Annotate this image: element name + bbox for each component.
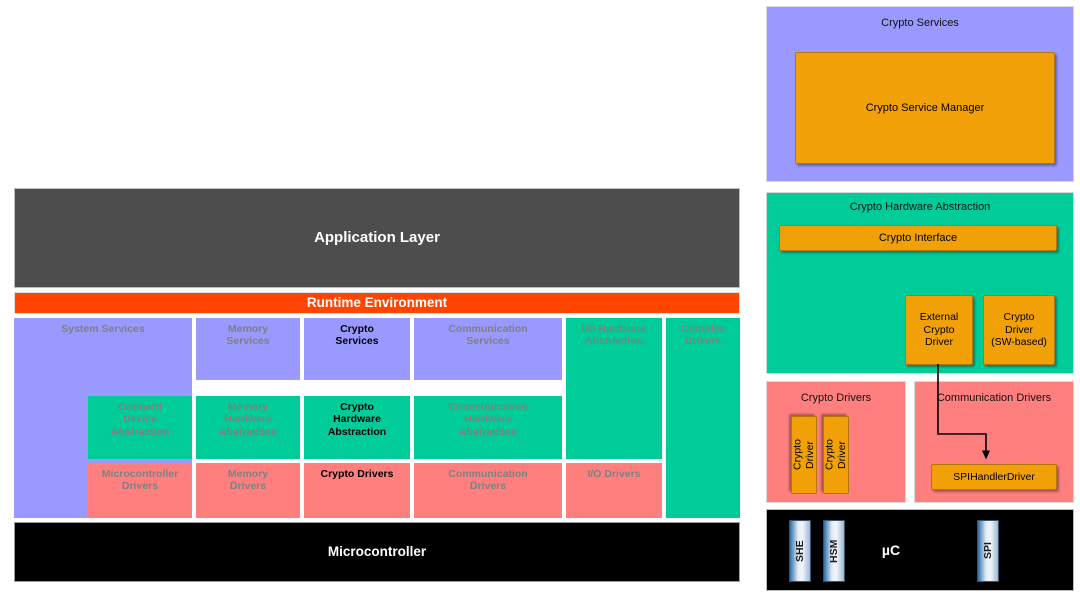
- layer-cell-crypto-drivers: Crypto Drivers: [304, 463, 410, 518]
- crypto-driver-box-1[interactable]: Crypto Driver: [791, 416, 817, 494]
- crypto-service-manager-box[interactable]: Crypto Service Manager: [795, 52, 1055, 164]
- microcontroller-block: Microcontroller: [14, 522, 740, 582]
- layer-cell-microcontroller-drivers: Microcontroller Drivers: [88, 463, 192, 518]
- microcontroller-label: µC: [881, 541, 901, 558]
- panel-communication-drivers: Communication Drivers SPIHandlerDriver: [914, 381, 1074, 503]
- panel-crypto-drivers-title: Crypto Drivers: [800, 392, 872, 404]
- crypto-driver-box-2[interactable]: Crypto Driver: [823, 416, 849, 494]
- panel-crypto-services: Crypto Services Crypto Service Manager: [766, 6, 1074, 182]
- layer-cell-communication-drivers: Communication Drivers: [414, 463, 562, 518]
- layer-cell-crypto-services: Crypto Services: [304, 318, 410, 380]
- crypto-driver-sw-based-box[interactable]: Crypto Driver (SW-based): [983, 295, 1055, 365]
- panel-crypto-hardware-abstraction-title: Crypto Hardware Abstraction: [849, 201, 991, 213]
- runtime-environment-block: Runtime Environment: [14, 292, 740, 314]
- layer-cell-crypto-hardware-abstraction: Crypto Hardware Abstraction: [304, 396, 410, 459]
- layer-cell-io-hardware-abstraction: I/O Hardware Abstraction: [566, 318, 662, 459]
- layer-cell-memory-hardware-abstraction: Memory Hardware Abstraction: [196, 396, 300, 459]
- application-layer-block: Application Layer: [14, 188, 740, 288]
- layer-cell-memory-drivers: Memory Drivers: [196, 463, 300, 518]
- external-crypto-driver-box[interactable]: External Crypto Driver: [905, 295, 973, 365]
- layer-cell-io-drivers: I/O Drivers: [566, 463, 662, 518]
- she-chip[interactable]: SHE: [789, 520, 811, 582]
- layer-cell-memory-services: Memory Services: [196, 318, 300, 380]
- panel-crypto-hardware-abstraction: Crypto Hardware Abstraction Crypto Inter…: [766, 192, 1074, 374]
- layer-cell-onboard-device-abstraction: Onboard Device Abstraction: [88, 396, 192, 459]
- crypto-interface-box[interactable]: Crypto Interface: [779, 225, 1057, 251]
- spi-handler-driver-box[interactable]: SPIHandlerDriver: [931, 464, 1057, 490]
- panel-microcontroller-hardware: SHE HSM µC SPI: [766, 509, 1074, 591]
- panel-communication-drivers-title: Communication Drivers: [936, 392, 1052, 404]
- panel-crypto-drivers: Crypto Drivers Crypto Driver Crypto Driv…: [766, 381, 906, 503]
- spi-chip[interactable]: SPI: [977, 520, 999, 582]
- layer-cell-communication-hardware-abstraction: Communication Hardware Abstraction: [414, 396, 562, 459]
- panel-crypto-services-title: Crypto Services: [881, 17, 959, 29]
- hsm-chip[interactable]: HSM: [823, 520, 845, 582]
- layer-cell-communication-services: Communication Services: [414, 318, 562, 380]
- layer-cell-complex-drivers: Complex Drivers: [666, 318, 740, 518]
